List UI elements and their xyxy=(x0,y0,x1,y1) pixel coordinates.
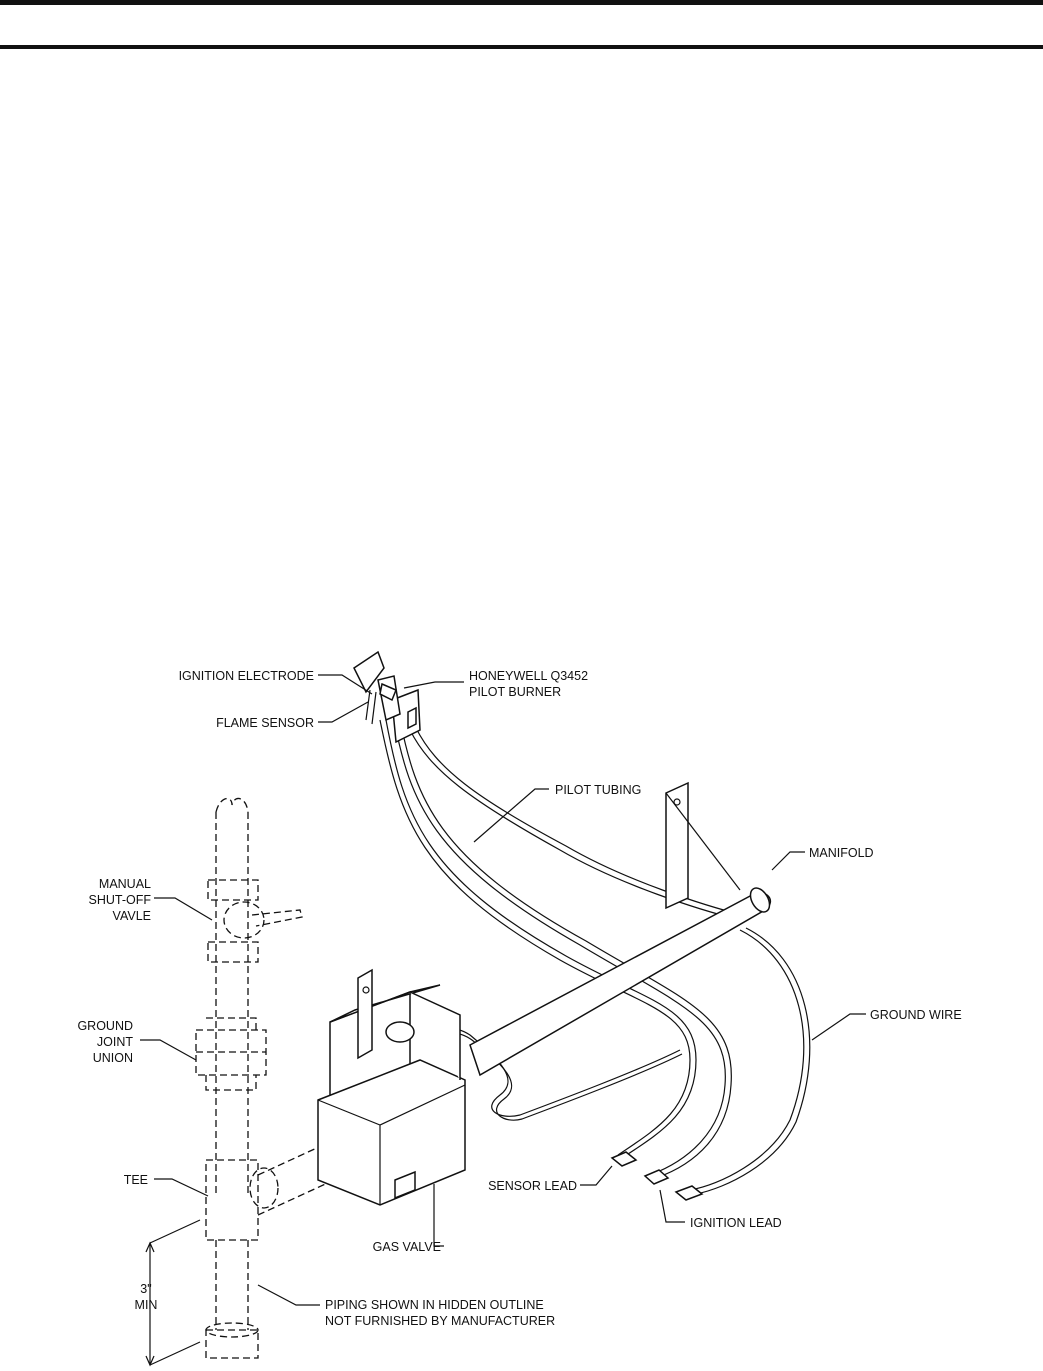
label-piping-note-line2: NOT FURNISHED BY MANUFACTURER xyxy=(325,1314,555,1328)
label-union-line1: GROUND xyxy=(77,1019,133,1033)
pilot-tubing-and-wires xyxy=(379,719,811,1201)
label-ignition-electrode: IGNITION ELECTRODE xyxy=(179,669,314,683)
label-piping-note-line1: PIPING SHOWN IN HIDDEN OUTLINE xyxy=(325,1298,544,1312)
label-tee: TEE xyxy=(124,1173,148,1187)
label-gas-valve: GAS VALVE xyxy=(373,1240,441,1254)
callout-labels: IGNITION ELECTRODE FLAME SENSOR HONEYWEL… xyxy=(77,669,961,1328)
label-pilot-burner-line2: PILOT BURNER xyxy=(469,685,561,699)
header-rule-bottom xyxy=(0,45,1043,49)
leader-lines xyxy=(140,674,866,1367)
label-shutoff-line2: SHUT-OFF xyxy=(89,893,152,907)
label-flame-sensor: FLAME SENSOR xyxy=(216,716,314,730)
label-pilot-burner-line1: HONEYWELL Q3452 xyxy=(469,669,588,683)
label-dimension-value: 3" xyxy=(140,1282,151,1296)
label-shutoff-line1: MANUAL xyxy=(99,877,151,891)
label-pilot-tubing: PILOT TUBING xyxy=(555,783,641,797)
label-manifold: MANIFOLD xyxy=(809,846,874,860)
label-union-line2: JOINT xyxy=(97,1035,133,1049)
pilot-burner xyxy=(353,650,421,744)
label-shutoff-line3: VAVLE xyxy=(113,909,151,923)
label-ground-wire: GROUND WIRE xyxy=(870,1008,962,1022)
label-sensor-lead: SENSOR LEAD xyxy=(488,1179,577,1193)
label-ignition-lead: IGNITION LEAD xyxy=(690,1216,782,1230)
gas-valve-body xyxy=(317,968,466,1206)
label-dimension-unit: MIN xyxy=(135,1298,158,1312)
header-rule-top xyxy=(0,0,1043,5)
manifold-assembly xyxy=(469,781,772,1077)
label-union-line3: UNION xyxy=(93,1051,133,1065)
